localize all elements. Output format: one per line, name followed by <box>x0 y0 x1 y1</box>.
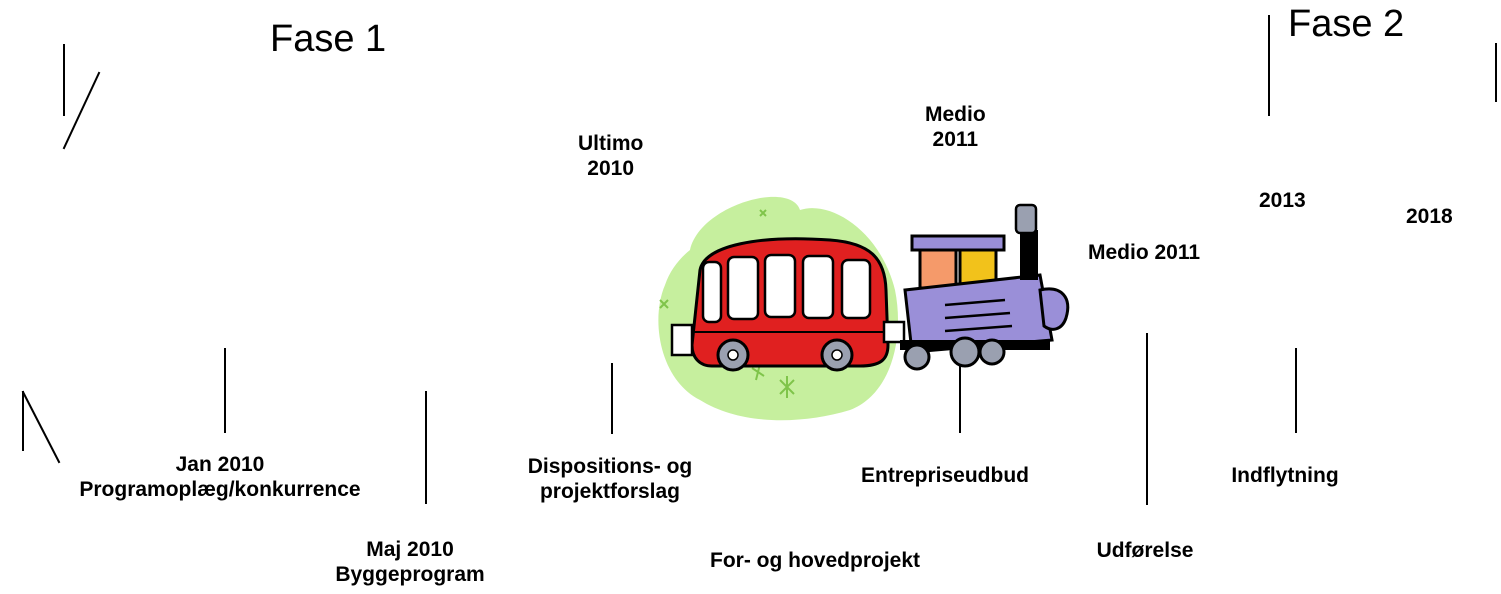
date-ultimo-2010-line2: 2010 <box>587 157 635 181</box>
date-medio-2011-top-line1: Medio <box>925 103 986 126</box>
date-medio-2011-top-line2: 2011 <box>932 128 979 152</box>
milestone-dispositions: Dispositions- og projektforslag <box>505 454 715 504</box>
milestone-indflytning: Indflytning <box>1231 464 1339 487</box>
milestone-dispositions-line2: projektforslag <box>539 480 681 504</box>
milestone-entrepriseudbud: Entrepriseudbud <box>860 464 1029 487</box>
milestone-byggeprogram: Maj 2010 Byggeprogram <box>310 537 510 587</box>
date-2013: 2013 <box>1259 189 1306 212</box>
date-ultimo-2010: Ultimo 2010 <box>578 131 643 181</box>
milestone-programoplaeg-date: Jan 2010 <box>175 453 265 476</box>
date-medio-2011-top: Medio 2011 <box>925 102 986 152</box>
phase-2-label: Fase 2 <box>1288 3 1405 45</box>
date-ultimo-2010-line1: Ultimo <box>578 132 644 155</box>
milestone-udforelse: Udførelse <box>1096 539 1194 562</box>
tick-line-origin-slash <box>21 390 61 464</box>
sparkle-mark <box>659 299 669 309</box>
milestone-dispositions-line1: Dispositions- og <box>527 455 693 478</box>
bus <box>670 237 906 372</box>
milestone-for-og-hovedprojekt: For- og hovedprojekt <box>710 549 920 572</box>
sparkle-mark <box>759 209 767 217</box>
date-2018: 2018 <box>1406 205 1453 228</box>
milestone-byggeprogram-date: Maj 2010 <box>366 538 454 561</box>
phase-1-label: Fase 1 <box>270 18 387 60</box>
tick-line-start-slash <box>62 71 101 150</box>
milestone-byggeprogram-label: Byggeprogram <box>335 563 485 587</box>
milestone-programoplaeg: Jan 2010 Programoplæg/konkurrence <box>40 452 400 502</box>
date-medio-2011: Medio 2011 <box>1088 241 1201 264</box>
locomotive <box>900 203 1070 371</box>
milestone-programoplaeg-label: Programoplæg/konkurrence <box>79 478 361 502</box>
sparkle-mark <box>779 376 795 398</box>
